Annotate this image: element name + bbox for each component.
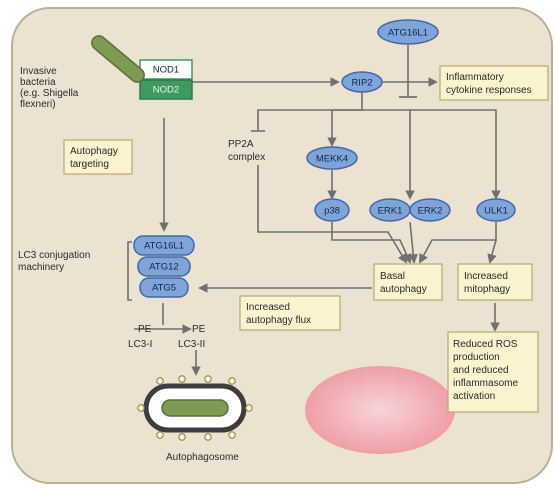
basal-autophagy-label-1: Basal [380,271,405,282]
autophagy-targeting-box: Autophagy targeting [63,139,133,175]
pe-left-label: PE [138,324,152,335]
nod1-node: NOD1 [139,59,193,80]
bacteria-label-1: Invasive [20,66,57,77]
rip2-to-ulk1-arrow [410,109,501,200]
lc3-machinery-bracket [127,241,132,301]
basal-autophagy-label-2: autophagy [380,284,427,295]
increased-mitophagy-box: Increased mitophagy [457,263,533,301]
autophagy-targeting-label-2: targeting [70,159,109,170]
erk1-node: ERK1 [369,198,411,222]
increased-flux-label-1: Increased [246,302,290,313]
lc3-i-label: LC3-I [128,339,152,350]
increased-mitophagy-label-1: Increased [464,271,508,282]
autophagosome-icon [137,375,253,441]
pp2a-label-1: PP2A [228,139,254,150]
atg16l1-label: ATG16L1 [144,241,184,252]
rip2-label: RIP2 [351,78,372,89]
p38-node: p38 [314,198,350,222]
mekk4-node: MEKK4 [306,146,358,170]
nucleus [305,366,455,454]
erk2-label: ERK2 [418,206,443,217]
reduced-ros-label-5: activation [453,391,495,402]
p38-label: p38 [324,206,340,217]
increased-mitophagy-label-2: mitophagy [464,284,510,295]
atg16l1-top-label: ATG16L1 [388,28,428,39]
bacterium-icon [91,35,145,83]
rip2-to-pp2a-branch [257,92,363,130]
bacteria-label-3: (e.g. Shigella [20,88,79,99]
rip2-to-mekk4-arrow [327,109,362,147]
increased-flux-box: Increased autophagy flux [239,295,341,331]
ulk1-label: ULK1 [484,206,508,217]
reduced-ros-label-3: and reduced [453,365,509,376]
ulk1-node: ULK1 [476,198,516,222]
erk-to-basal-arrow [408,221,419,264]
ulk1-to-basal-arrow [419,222,497,264]
atg16l1-node: ATG16L1 [133,235,195,256]
atg12-label: ATG12 [149,262,178,273]
reduced-ros-label-1: Reduced ROS [453,339,518,350]
autophagy-targeting-label-1: Autophagy [70,146,118,157]
p38-to-basal-arrow [331,222,412,264]
nod1-label: NOD1 [153,65,179,76]
atg5-label: ATG5 [152,283,176,294]
atg12-node: ATG12 [137,256,191,277]
nod2-label: NOD2 [153,85,179,96]
erk1-label: ERK1 [378,206,403,217]
reduced-ros-label-2: production [453,352,500,363]
basal-autophagy-box: Basal autophagy [373,263,443,301]
inflammatory-label-2: cytokine responses [446,85,532,96]
bacteria-label-2: bacteria [20,77,56,88]
atg5-node: ATG5 [139,277,189,298]
pp2a-to-basal-arrow [257,165,407,264]
autophagosome-label: Autophagosome [166,452,239,463]
inflammatory-label-1: Inflammatory [446,72,504,83]
bacteria-label-4: flexneri) [20,99,56,110]
pp2a-label-2: complex [228,152,265,163]
lc3-machinery-label-2: machinery [18,262,64,273]
cell-background [11,7,553,484]
nod2-node: NOD2 [139,79,193,100]
mekk4-label: MEKK4 [316,154,348,165]
reduced-ros-box: Reduced ROS production and reduced infla… [447,331,539,413]
rip2-node: RIP2 [341,71,383,93]
increased-flux-label-2: autophagy flux [246,315,311,326]
inflammatory-box: Inflammatory cytokine responses [439,65,549,101]
pe-right-label: PE [192,324,206,335]
atg16l1-top-node: ATG16L1 [377,19,439,45]
lc3-ii-label: LC3-II [178,339,205,350]
erk2-node: ERK2 [409,198,451,222]
pathway-arrows [127,45,501,376]
reduced-ros-label-4: inflammasome [453,378,518,389]
ulk1-to-mitophagy-arrow [487,239,497,264]
lc3-machinery-label-1: LC3 conjugation [18,250,90,261]
